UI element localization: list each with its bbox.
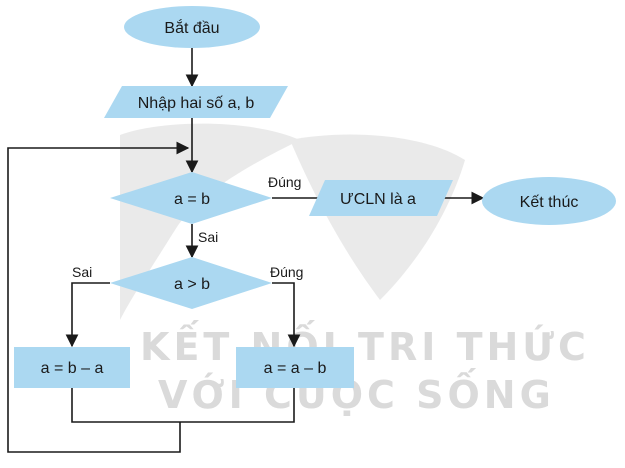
output-shape bbox=[309, 180, 453, 216]
watermark-logo bbox=[120, 123, 465, 320]
input-shape bbox=[104, 86, 288, 118]
input-node: Nhập hai số a, b bbox=[104, 86, 288, 118]
output-label: ƯCLN là a bbox=[340, 191, 416, 208]
process-assign-b-label: a = b – a bbox=[41, 360, 104, 377]
end-label: Kết thúc bbox=[520, 194, 579, 211]
process-assign-a-shape bbox=[236, 347, 354, 388]
watermark-leaf-right bbox=[290, 134, 465, 300]
input-label: Nhập hai số a, b bbox=[138, 95, 255, 112]
process-assign-b-shape bbox=[14, 347, 130, 388]
process-assign-a-label: a = a – b bbox=[264, 360, 327, 377]
edge-label-greater-yes: Đúng bbox=[270, 264, 303, 280]
edge-label-equal-yes: Đúng bbox=[268, 174, 301, 190]
process-assign-b-node: a = b – a bbox=[14, 347, 130, 388]
decision-greater-label: a > b bbox=[174, 276, 210, 293]
watermark-line-1: KẾT NỐI TRI THỨC bbox=[140, 320, 590, 369]
decision-greater-node: a > b bbox=[110, 257, 272, 309]
start-node: Bắt đầu bbox=[124, 6, 260, 48]
end-node: Kết thúc bbox=[482, 177, 616, 225]
end-shape bbox=[482, 177, 616, 225]
decision-greater-shape bbox=[110, 257, 272, 309]
decision-equal-node: a = b bbox=[110, 172, 272, 224]
decision-equal-shape bbox=[110, 172, 272, 224]
edge-assign-a-down bbox=[180, 388, 295, 423]
watermark-leaf-left bbox=[120, 123, 300, 320]
output-node: ƯCLN là a bbox=[309, 180, 453, 216]
edge-loop-back bbox=[7, 141, 190, 453]
edge-label-greater-no: Sai bbox=[72, 264, 92, 280]
edge-greater-yes bbox=[272, 282, 301, 348]
process-assign-a-node: a = a – b bbox=[236, 347, 354, 388]
edge-label-equal-no: Sai bbox=[198, 229, 218, 245]
edge-assign-b-down bbox=[71, 388, 180, 423]
decision-equal-label: a = b bbox=[174, 191, 210, 208]
edge-greater-no bbox=[65, 282, 110, 348]
start-label: Bắt đầu bbox=[164, 18, 219, 37]
watermark-line-2: VỚI CUỘC SỐNG bbox=[158, 368, 555, 417]
start-shape bbox=[124, 6, 260, 48]
